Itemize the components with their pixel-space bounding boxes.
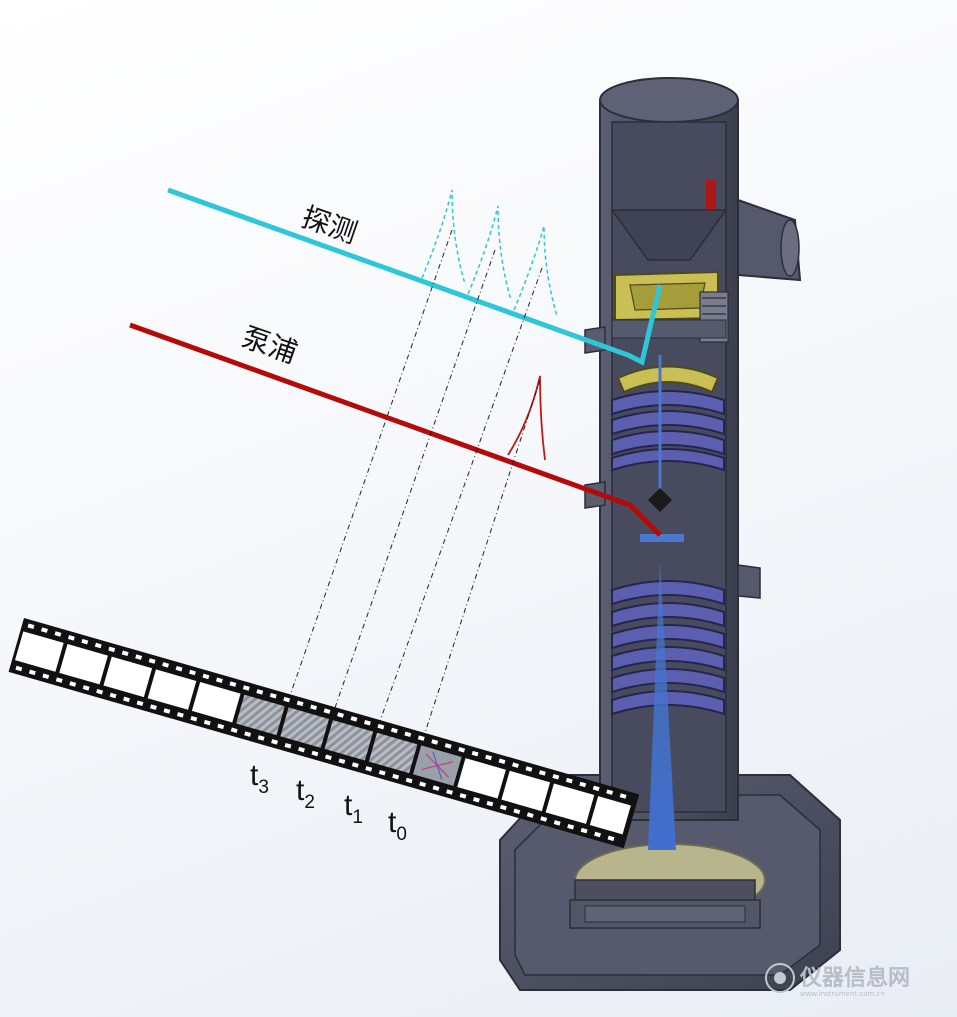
anode-ring [616,365,720,394]
film-frame [454,755,509,802]
film-frame [100,654,155,700]
watermark-text: 仪器信息网 [799,965,910,991]
time-label-t1: t1 [344,789,363,828]
pump-pulse [507,375,546,461]
time-label-t3: t3 [250,759,269,798]
microscope-column [499,77,841,991]
lower-side-port [737,564,761,599]
film-frame [543,781,597,827]
film-frame [145,666,199,713]
pump-beam [129,322,662,537]
film-frame [498,768,553,814]
upper-lens-coils [611,390,725,472]
film-frame [189,679,244,725]
probe-pulse [467,205,512,301]
film-strip [8,618,640,849]
film-frame [12,628,67,675]
film-frame-t1 [322,717,376,763]
watermark: 仪器信息网 www.instrument.com.cn [765,963,910,998]
specimen-plate [640,534,684,542]
time-projection-lines [284,229,543,749]
photocathode-assembly [611,270,729,343]
film-frame-t2 [277,704,332,751]
film-frame [587,793,634,837]
pump-beam-group: 泵浦 [129,320,662,537]
time-label-t0: t0 [388,806,407,845]
probe-beam [167,187,663,366]
column-top-cap [599,77,739,123]
pump-label: 泵浦 [238,320,302,369]
film-frame-t0 [366,730,420,776]
watermark-url: www.instrument.com.cn [800,990,885,998]
probe-pulse [513,225,558,317]
specimen-crystal [648,488,672,512]
watermark-logo-icon [765,963,795,993]
film-frame-t3 [233,692,288,738]
probe-pulse [421,189,466,285]
lower-lens-coils [611,580,725,716]
time-labels: t3 t2 t1 t0 [250,759,407,845]
time-label-t2: t2 [296,774,315,813]
film-frame [56,641,111,687]
electron-beam-cone [648,560,676,850]
